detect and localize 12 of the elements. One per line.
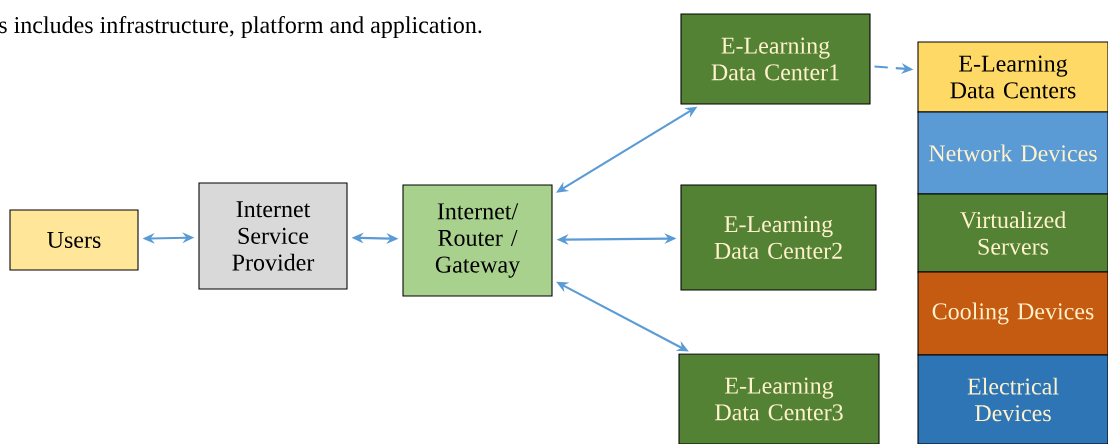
process-box: Internet Service Provider [198,182,348,290]
stack-layer: Electrical Devices [917,354,1108,444]
note-text: s includes infrastructure, platform and application. [0,16,482,38]
stack-layer: E-Learning Data Centers [917,41,1108,113]
process-box: E-Learning Data Center2 [680,184,877,291]
process-box: E-Learning Data Center3 [678,353,880,444]
process-box: E-Learning Data Center1 [680,13,871,105]
process-box: Users [9,209,139,271]
process-box: Internet/ Router / Gateway [402,184,553,297]
stack-layer: Cooling Devices [917,271,1108,356]
stack-layer: Network Devices [917,111,1108,195]
stack-layer: Virtualized Servers [917,193,1108,273]
